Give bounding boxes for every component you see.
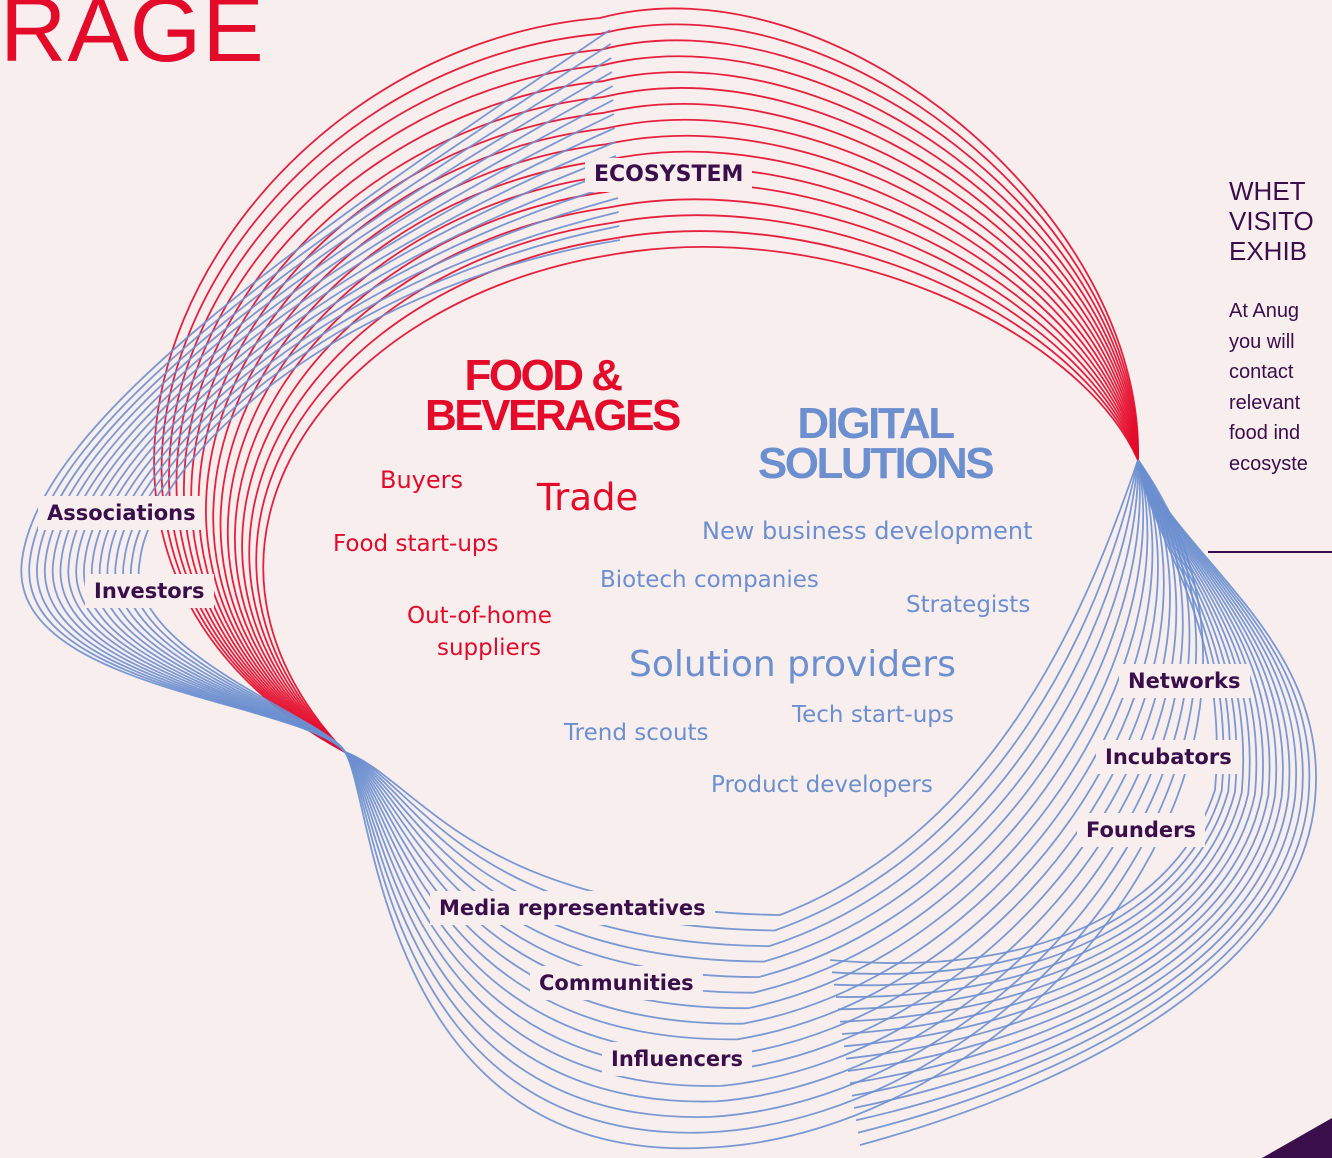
right-band-strand (839, 459, 1251, 1023)
sidebar-body-line: relevant (1229, 391, 1301, 414)
digital-solutions-heading-line: SOLUTIONS (757, 438, 995, 488)
lower-arc-strand (344, 459, 1204, 1149)
ecosystem-label: ECOSYSTEM (585, 158, 753, 192)
upper-arc-strand (234, 182, 1139, 753)
left-band-strand (59, 99, 614, 753)
digital-item-trend-scouts: Trend scouts (564, 720, 709, 746)
lower-arc-strand (344, 459, 1149, 1010)
right-band-strand (853, 459, 1298, 1109)
lower-arc-strand (344, 459, 1191, 1118)
upper-arc-strand (262, 246, 1139, 753)
upper-arc-strand (241, 198, 1139, 753)
left-band-strand (114, 197, 619, 753)
food-item-food-start-ups: Food start-ups (333, 531, 499, 557)
sidebar-body-line: At Anug (1229, 300, 1300, 322)
sidebar-title: WHET VISITO EXHIB (1229, 176, 1314, 266)
lower-arc-strand (344, 459, 1139, 916)
food-item-suppliers: suppliers (437, 635, 542, 661)
sidebar-title-line: EXHIB (1229, 236, 1308, 266)
right-band-strand (847, 459, 1278, 1072)
right-band-strand (833, 459, 1231, 987)
left-band-strand (129, 225, 620, 753)
ring-label-influencers: Influencers (602, 1042, 753, 1076)
corner-accent-shape (1262, 1118, 1332, 1158)
page-heading: RAGE (0, 0, 265, 81)
ring-label-incubators: Incubators (1096, 740, 1241, 774)
ring-label-founders: Founders (1077, 813, 1205, 847)
right-band-strand (831, 459, 1225, 975)
right-band-strand (859, 459, 1317, 1146)
sidebar-body-line: food ind (1229, 422, 1301, 444)
left-band-strand (90, 155, 617, 753)
left-band-strand (83, 141, 616, 753)
sidebar-body-line: ecosyste (1229, 452, 1308, 475)
right-band-strand (829, 459, 1218, 964)
lower-arc-strand (344, 459, 1198, 1134)
right-band-strand (851, 459, 1291, 1097)
upper-arc-strand (227, 166, 1139, 753)
left-band-strand (122, 211, 619, 753)
digital-item-tech-start-ups: Tech start-ups (792, 702, 954, 728)
ring-label-communities: Communities (530, 966, 703, 1000)
left-band-strand (137, 239, 621, 753)
sidebar-title-line: WHET (1229, 176, 1306, 206)
lower-arc-strand (344, 459, 1139, 932)
upper-arc-strand (219, 150, 1139, 753)
food-beverages-heading-line: BEVERAGES (425, 390, 681, 440)
right-band-strand (849, 459, 1284, 1085)
right-band-strand (855, 459, 1304, 1122)
sidebar-body-line: you will (1229, 330, 1295, 353)
right-band-strand (843, 459, 1264, 1048)
upper-arc-strand (255, 230, 1139, 753)
left-band-strand (28, 43, 612, 753)
right-band-strand (837, 459, 1245, 1011)
ring-label-media-representatives: Media representatives (430, 891, 715, 925)
left-band-strand (20, 29, 611, 753)
ring-label-associations: Associations (38, 496, 205, 530)
food-beverages-heading: FOOD & BEVERAGES (425, 351, 681, 440)
food-beverages-heading-line: FOOD & (464, 351, 623, 400)
upper-arc-strand (248, 214, 1139, 753)
food-item-out-of-home: Out-of-home (407, 603, 552, 629)
lower-arc-strand (344, 459, 1139, 963)
lower-arc-strand (344, 459, 1139, 948)
sidebar-title-line: VISITO (1229, 206, 1314, 236)
digital-item-new-business-development: New business development (702, 517, 1033, 545)
ring-label-networks: Networks (1119, 664, 1250, 698)
right-band-strand (841, 459, 1258, 1035)
ring-label-investors: Investors (85, 574, 214, 608)
sidebar-body-line: contact (1229, 361, 1294, 383)
upper-arc-strand (190, 87, 1139, 753)
digital-item-solution-providers: Solution providers (629, 644, 956, 685)
lower-arc-strand (344, 459, 1144, 994)
digital-item-biotech-companies: Biotech companies (600, 567, 819, 593)
right-band-strand (857, 459, 1311, 1134)
left-band-strand (51, 85, 614, 753)
digital-item-strategists: Strategists (906, 592, 1031, 618)
digital-solutions-heading: DIGITAL SOLUTIONS (750, 399, 1000, 488)
upper-arc-strand (212, 134, 1139, 753)
lower-arc-strand (344, 459, 1141, 979)
digital-solutions-heading-line: DIGITAL (797, 399, 955, 448)
sidebar-body-text: At Anug you will contact relevant food i… (1229, 296, 1308, 479)
right-band-strand (835, 459, 1238, 998)
sidebar-divider (1208, 551, 1332, 553)
food-item-trade: Trade (537, 476, 639, 519)
lower-arc-strand (344, 459, 1184, 1103)
right-band-strand (845, 459, 1271, 1060)
food-item-buyers: Buyers (380, 466, 464, 494)
upper-arc-strand (205, 119, 1139, 753)
lower-arc-strand (344, 459, 1154, 1025)
digital-item-product-developers: Product developers (711, 772, 933, 798)
